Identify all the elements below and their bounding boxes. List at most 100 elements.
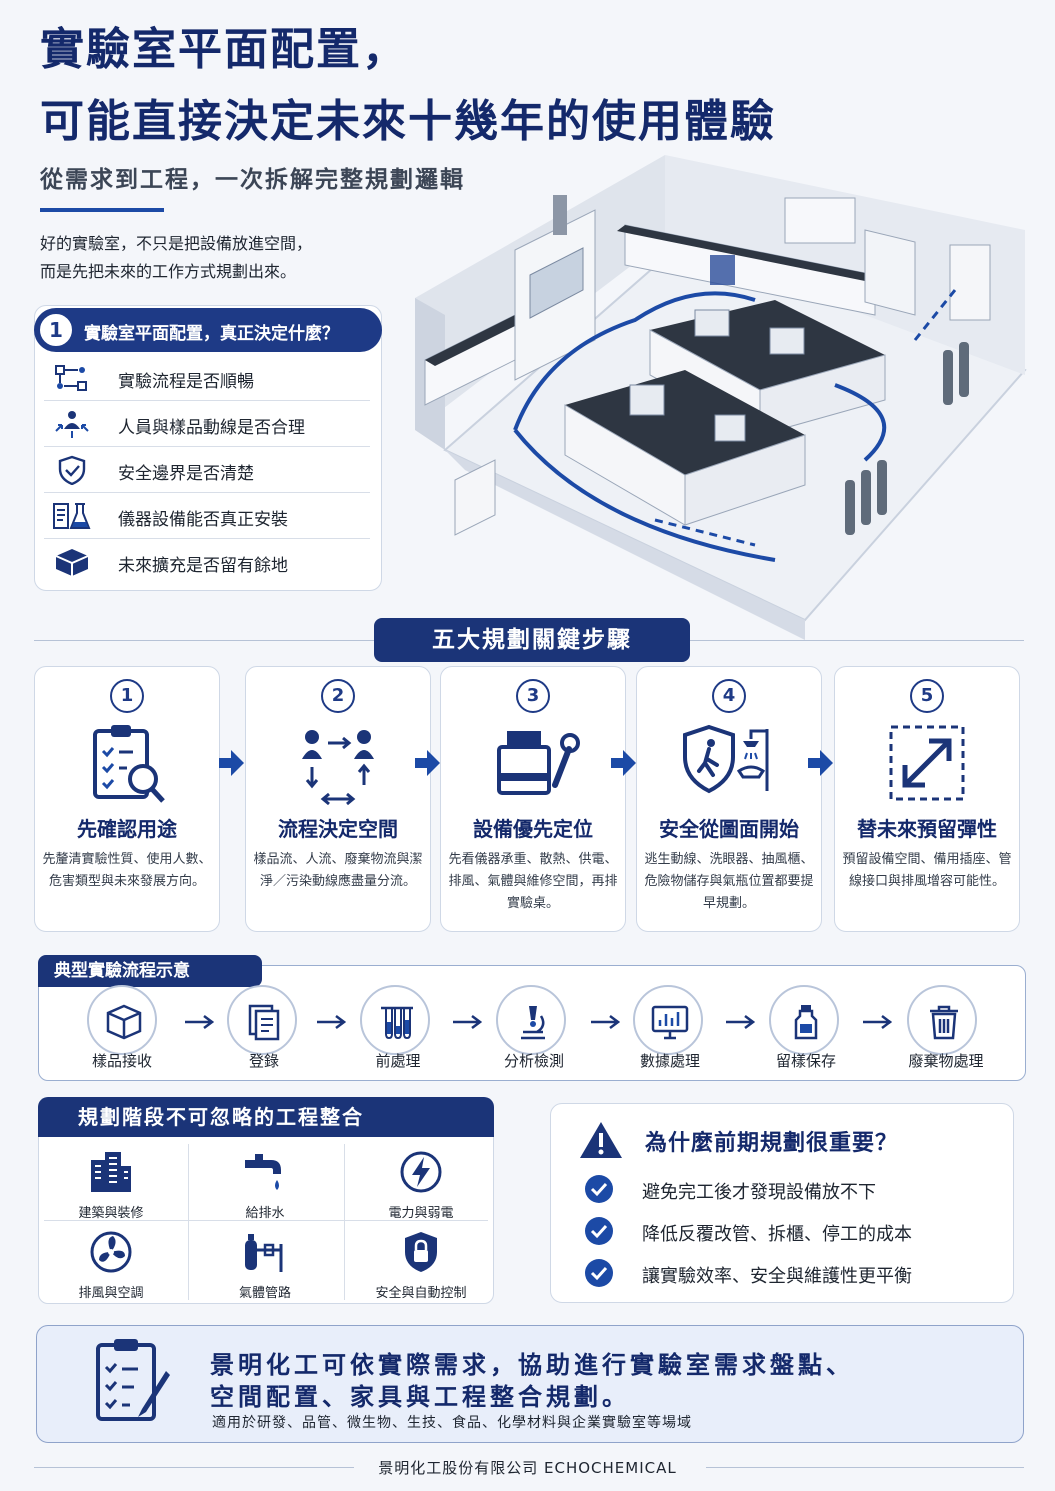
why-label: 降低反覆改管、拆櫃、停工的成本 [642,1224,912,1245]
flow-label: 前處理 [375,1052,421,1070]
clipboard-search-icon [93,725,165,803]
engineering-label: 排風與空調 [78,1286,144,1301]
company-footer: 景明化工股份有限公司 ECHOCHEMICAL [378,1459,677,1477]
microscope-icon [521,1006,545,1040]
step-card: 5 替未來預留彈性 預留設備空間、備用插座、管線接口與排風增容可能性。 [834,666,1020,932]
flow-node [633,985,703,1055]
step-title: 替未來預留彈性 [857,817,997,841]
flow-arrow-icon [185,1015,214,1029]
page-title-line1: 實驗室平面配置， [40,24,408,75]
flow-arrow-icon [863,1015,892,1029]
flow-node [87,985,157,1055]
consideration-item: 未來擴充是否留有餘地 [44,539,370,585]
shield-check-icon [58,455,86,485]
why-label: 讓實驗效率、安全與維護性更平衡 [642,1266,912,1287]
consideration-label: 實驗流程是否順暢 [118,372,254,392]
cta-line1: 景明化工可依實際需求，協助進行實驗室需求盤點、 [210,1351,854,1379]
flow-arrow-icon [591,1015,620,1029]
accent-divider [40,208,164,212]
cta-line2: 空間配置、家具與工程整合規劃。 [210,1383,630,1411]
why-panel [550,1103,1014,1303]
flowchart-icon [55,365,87,391]
engineering-item: 氣體管路 [190,1226,340,1306]
faucet-icon [245,1154,281,1190]
why-label: 避免完工後才發現設備放不下 [642,1182,876,1203]
step-title: 先確認用途 [77,817,177,841]
consideration-label: 未來擴充是否留有餘地 [118,556,288,576]
box-icon [106,1004,142,1040]
consideration-label: 安全邊界是否清楚 [118,464,254,484]
considerations-header [34,308,382,352]
grid-divider [344,1144,345,1300]
flow-label: 廢棄物處理 [908,1052,984,1070]
consideration-item: 人員與樣品動線是否合理 [44,401,370,447]
step-arrow-icon [611,750,636,776]
engineering-label: 建築與裝修 [78,1206,144,1221]
equipment-wrench-icon [497,731,580,795]
lock-shield-icon [405,1232,437,1272]
expand-arrows-icon [889,725,965,801]
check-circle-icon [585,1259,613,1287]
step-card: 1 先確認用途 先釐清實驗性質、使用人數、危害類型與未來發展方向。 [34,666,220,932]
step-number: 1 [110,679,144,713]
intro-line1: 好的實驗室，不只是把設備放進空間， [40,234,313,253]
flow-node [769,985,839,1055]
lab-instrument-icon [53,503,91,529]
step-card: 3 設備優先定位 先看儀器承重、散熱、供電、排風、氣體與維修空間，再排實驗桌。 [440,666,626,932]
flow-label: 留樣保存 [775,1052,836,1070]
step-desc: 先看儀器承重、散熱、供電、排風、氣體與維修空間，再排實驗桌。 [448,852,618,911]
cta-subtitle: 適用於研發、品管、微生物、生技、食品、化學材料與企業實驗室等場域 [212,1415,692,1431]
flow-label: 樣品接收 [91,1052,152,1070]
section-rule-right [690,640,1024,641]
engineering-item: 建築與裝修 [36,1146,186,1226]
step-desc: 樣品流、人流、廢棄物流與潔淨／污染動線應盡量分流。 [253,852,423,889]
flow-arrow-icon [453,1015,482,1029]
cta-panel [36,1325,1024,1443]
safety-shield-shower-icon [683,724,769,794]
flow-label: 分析檢測 [503,1052,564,1070]
flow-node [360,985,430,1055]
engineering-label: 給排水 [245,1206,285,1221]
steps-banner: 五大規劃關鍵步驟 [374,618,690,662]
consideration-item: 安全邊界是否清楚 [44,447,370,493]
monitor-chart-icon [651,1005,689,1040]
engineering-label: 安全與自動控制 [375,1286,467,1301]
step-desc: 先釐清實驗性質、使用人數、危害類型與未來發展方向。 [42,852,212,889]
test-tubes-icon [381,1006,413,1040]
footer-rule-right [706,1467,1024,1468]
step-title: 安全從圖面開始 [659,817,799,841]
bottle-icon [794,1005,818,1040]
engineering-title: 規劃階段不可忽略的工程整合 [38,1097,494,1137]
lab-floorplan-illustration [415,155,1027,640]
flow-node [227,985,297,1055]
flow-label: 登錄 [248,1052,279,1070]
engineering-label: 電力與弱電 [388,1206,454,1221]
consideration-label: 儀器設備能否真正安裝 [118,510,288,530]
step-title: 設備優先定位 [473,817,593,841]
grid-divider [44,1220,488,1221]
consideration-item: 實驗流程是否順暢 [44,355,370,401]
check-circle-icon [585,1217,613,1245]
people-movement-icon [55,411,89,438]
why-title: 為什麼前期規劃很重要？ [645,1131,899,1156]
considerations-number: 1 [38,312,74,348]
box-expand-icon [55,549,89,576]
section-rule-left [34,640,374,641]
flow-node [496,985,566,1055]
step-card: 2 流程決定空間 樣品流、人流、廢棄物流與潔淨／污染動線應盡量分流。 [245,666,431,932]
considerations-card [34,305,382,591]
consideration-item: 儀器設備能否真正安裝 [44,493,370,539]
trash-icon [930,1005,958,1040]
footer-rule-left [34,1467,354,1468]
clipboard-pen-icon [96,1339,170,1421]
engineering-item: 給排水 [190,1146,340,1226]
engineering-label: 氣體管路 [238,1286,291,1301]
considerations-title: 實驗室平面配置，真正決定什麼？ [84,324,339,344]
consideration-label: 人員與樣品動線是否合理 [118,418,305,438]
gas-pipe-icon [245,1234,283,1272]
check-circle-icon [585,1175,613,1203]
engineering-item: 排風與空調 [36,1226,186,1306]
step-arrow-icon [219,750,244,776]
step-desc: 預留設備空間、備用插座、管線接口與排風增容可能性。 [842,852,1012,889]
step-card: 4 安全從圖面開始 逃生動線、洗眼器、抽風櫃、危險物儲存與氣瓶位置都要提早規劃。 [636,666,822,932]
